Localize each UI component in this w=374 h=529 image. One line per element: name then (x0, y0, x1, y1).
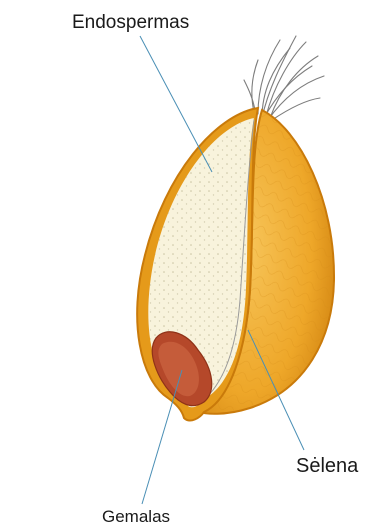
label-endosperm: Endospermas (72, 12, 189, 34)
label-seed-coat: Sėlena (296, 455, 358, 478)
leader-endosperm (140, 36, 212, 172)
label-germ: Gemalas (102, 507, 170, 527)
